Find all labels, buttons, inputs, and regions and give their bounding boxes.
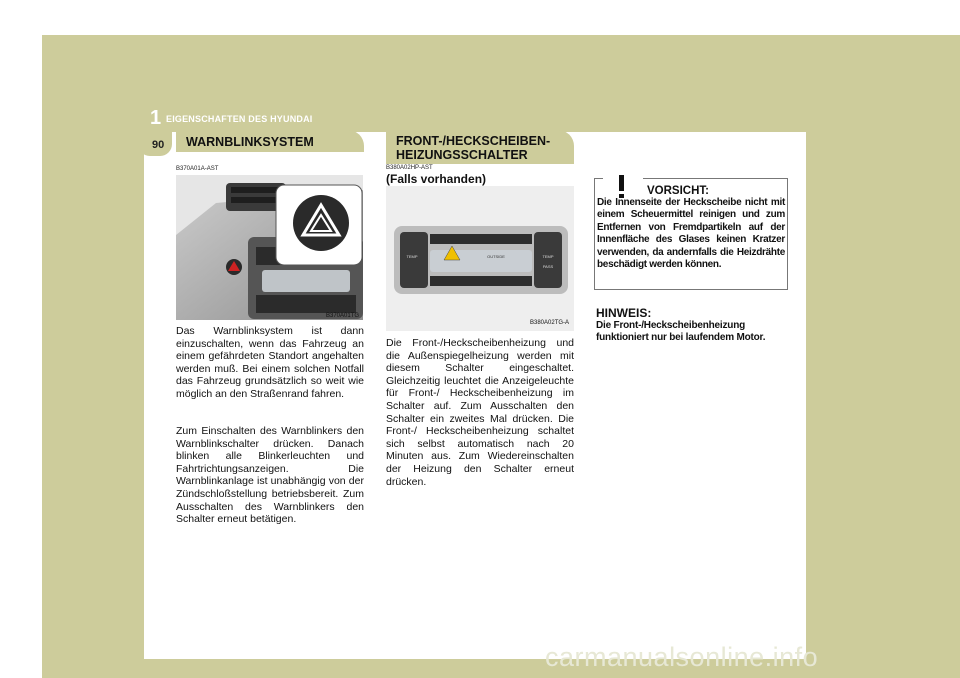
note-title: HINWEIS:	[596, 306, 652, 320]
section-code-heizung: B380A02HP-AST	[386, 165, 433, 171]
section-heading-heizung-line2: HEIZUNGSSCHALTER	[396, 148, 528, 162]
caution-box: VORSICHT: Die Innenseite der Heckscheibe…	[594, 171, 788, 290]
caution-text: Die Innenseite der Heckscheibe nicht mit…	[597, 197, 785, 271]
paragraph-warnblink-2: Zum Einschalten des Warnblinkers den War…	[176, 425, 364, 526]
chapter-number: 1	[150, 107, 162, 129]
watermark: carmanualsonline.info	[545, 642, 819, 672]
climate-control-photo: TEMP TEMP PASS OUTSIDE	[386, 186, 574, 331]
warning-triangle-icon	[291, 193, 351, 258]
photo-caption-heizung: B380A02TG-A	[530, 320, 570, 326]
caution-title: VORSICHT:	[647, 185, 709, 197]
outside-label: OUTSIDE	[487, 254, 505, 259]
section-code-warnblink: B370A01A-AST	[176, 166, 219, 172]
paragraph-warnblink-1: Das Warnblinksystem ist dann einzuschalt…	[176, 325, 364, 400]
section-heading-warnblink: WARNBLINKSYSTEM	[176, 130, 364, 152]
photo-caption-warnblink: B370A01TG	[326, 313, 360, 319]
paragraph-heizung: Die Front-/Heckscheibenheizung und die A…	[386, 337, 574, 488]
chapter-title: EIGENSCHAFTEN DES HYUNDAI	[166, 114, 313, 124]
temp-label-right: TEMP	[542, 254, 553, 259]
availability-subheading: (Falls vorhanden)	[386, 172, 487, 186]
page-number-tab	[138, 132, 172, 156]
caution-exclamation-icon	[603, 171, 643, 199]
pass-label: PASS	[543, 264, 554, 269]
section-heading-heizung: FRONT-/HECKSCHEIBEN- HEIZUNGSSCHALTER	[386, 130, 574, 164]
section-heading-heizung-line1: FRONT-/HECKSCHEIBEN-	[396, 134, 551, 148]
note-text: Die Front-/Heckscheibenheizung funktioni…	[596, 320, 766, 344]
page-number: 90	[152, 139, 165, 151]
hazard-switch-photo	[176, 175, 363, 320]
temp-label-left: TEMP	[406, 254, 417, 259]
